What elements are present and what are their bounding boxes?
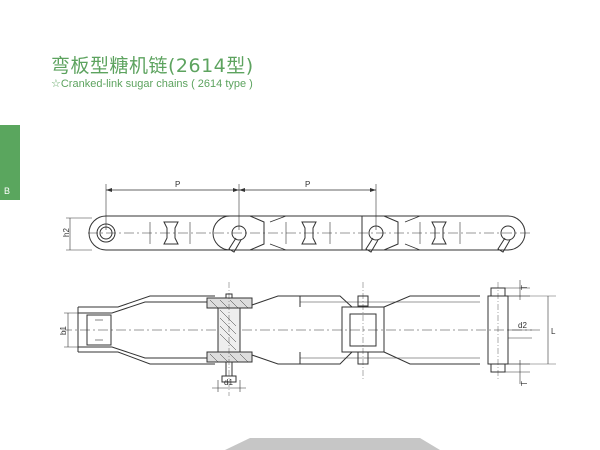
l-label: L	[551, 327, 556, 336]
pitch-label-left: P	[175, 180, 180, 189]
h2-label: h2	[62, 228, 71, 237]
pitch-label-right: P	[305, 180, 310, 189]
page-title-en: ☆Cranked-link sugar chains ( 2614 type )	[51, 78, 253, 90]
d1-label: d1	[224, 378, 233, 387]
side-view: P P h2	[62, 180, 530, 253]
footer-decorative-bar	[225, 438, 440, 450]
section-tab-label: B	[4, 186, 11, 196]
b1-label: b1	[59, 326, 68, 335]
t-top-label: T	[520, 285, 529, 290]
section-tab[interactable]: B	[0, 125, 20, 200]
d2-label: d2	[518, 321, 527, 330]
plan-view: b1 d1	[59, 280, 556, 396]
page-title-cn: 弯板型糖机链(2614型)	[51, 55, 254, 77]
t-bottom-label: T	[520, 381, 529, 386]
